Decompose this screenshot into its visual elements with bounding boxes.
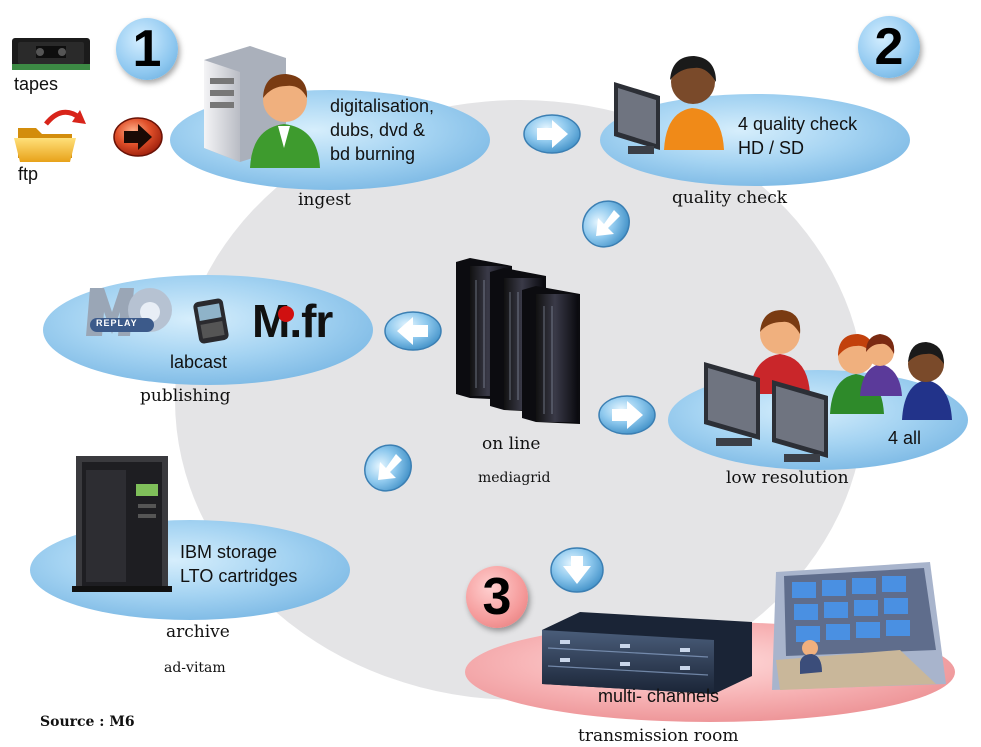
- m6-logo-fr: .fr: [289, 295, 333, 347]
- ingest-person-icon: [250, 74, 320, 168]
- ftp-label: ftp: [18, 164, 39, 184]
- arrow-left-icon: [384, 311, 442, 351]
- ingest-line-3: bd burning: [330, 144, 416, 164]
- arrow-right-icon-1: [523, 114, 581, 154]
- archive-description: IBM storage LTO cartridges: [180, 540, 297, 588]
- step-1-number: 1: [132, 20, 162, 78]
- ingest-description: digitalisation, dubs, dvd & bd burning: [330, 94, 434, 166]
- ingest-label: ingest: [298, 190, 351, 210]
- m6-red-dot: [278, 306, 294, 322]
- arrow-down-left-icon-2: [364, 444, 412, 492]
- tape-icon: [12, 38, 90, 70]
- step-3-number: 3: [482, 568, 512, 626]
- step-2-number: 2: [874, 18, 904, 76]
- red-arrow-icon: [113, 117, 163, 157]
- online-label: on line: [482, 434, 541, 454]
- archive-label: archive: [166, 622, 230, 642]
- tapes-label: tapes: [14, 74, 59, 94]
- quality-label: quality check: [672, 188, 788, 208]
- lowres-caption: 4 all: [888, 428, 922, 448]
- arrow-down-icon: [550, 547, 604, 593]
- control-room-icon: [772, 562, 946, 690]
- arrow-down-left-icon-1: [582, 200, 630, 248]
- arrow-right-icon-2: [598, 395, 656, 435]
- replay-logo-text: REPLAY: [96, 318, 138, 328]
- ingest-line-1: digitalisation,: [330, 96, 435, 116]
- archive-line-2: LTO cartridges: [180, 566, 298, 586]
- smartphone-icon: [193, 298, 229, 344]
- archive-line-1: IBM storage: [180, 542, 278, 562]
- lowres-people-icon: [750, 310, 952, 420]
- step-3-badge: 3: [466, 566, 528, 628]
- ingest-line-2: dubs, dvd &: [330, 120, 426, 140]
- quality-description: 4 quality check HD / SD: [738, 112, 857, 160]
- m6-replay-logo: [86, 288, 172, 336]
- step-2-badge: 2: [858, 16, 920, 78]
- transmission-rack-icon: [542, 612, 752, 694]
- quality-line-2: HD / SD: [738, 138, 805, 158]
- transmission-caption: multi- channels: [598, 686, 720, 706]
- lowres-label: low resolution: [726, 468, 849, 488]
- folder-icon: [14, 109, 86, 162]
- source-note: Source : M6: [40, 714, 135, 730]
- mediagrid-label: mediagrid: [478, 470, 551, 486]
- lowres-monitors-icon: [704, 362, 828, 462]
- mediagrid-servers-icon: [456, 258, 580, 424]
- quality-line-1: 4 quality check: [738, 114, 858, 134]
- publishing-caption: labcast: [170, 352, 228, 372]
- tape-library-icon: [72, 456, 172, 592]
- m6-fr-logo: M.fr: [252, 295, 333, 347]
- quality-person-icon: [664, 56, 724, 150]
- publishing-label: publishing: [140, 386, 231, 406]
- transmission-label: transmission room: [578, 726, 739, 746]
- quality-monitor-icon: [614, 82, 660, 154]
- archive-sublabel: ad-vitam: [164, 660, 226, 676]
- step-1-badge: 1: [116, 18, 178, 80]
